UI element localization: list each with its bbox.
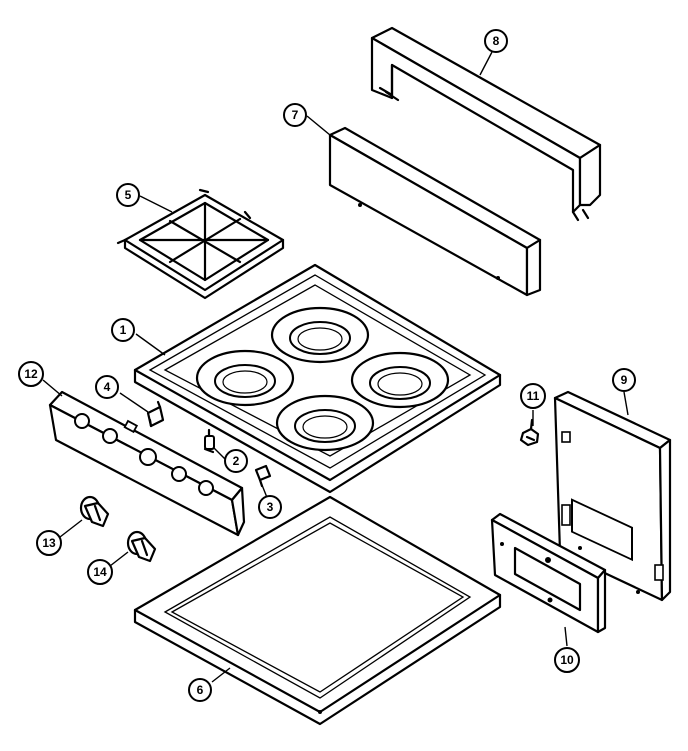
callout-5-label: 5 — [125, 188, 132, 202]
callout-13: 13 — [36, 530, 62, 556]
callout-1: 1 — [111, 318, 135, 342]
callout-7-label: 7 — [292, 108, 299, 122]
grate-part — [116, 188, 285, 300]
callout-1-label: 1 — [120, 323, 127, 337]
callout-2-label: 2 — [233, 454, 240, 468]
callout-11-label: 11 — [527, 389, 540, 403]
clip-part — [254, 464, 272, 488]
bottom-panel-part — [133, 495, 502, 726]
knob-14-part — [126, 530, 157, 563]
callout-8: 8 — [484, 29, 508, 53]
callout-10: 10 — [554, 647, 580, 673]
knob-13-part — [79, 495, 110, 528]
control-panel-part — [48, 390, 246, 537]
callout-13-label: 13 — [42, 536, 56, 550]
callout-3-label: 3 — [267, 500, 274, 514]
callout-14: 14 — [87, 559, 113, 585]
backguard-part — [370, 26, 602, 222]
screw-part — [519, 418, 540, 447]
callout-6-label: 6 — [197, 683, 204, 697]
callout-6: 6 — [188, 678, 212, 702]
callout-2: 2 — [224, 449, 248, 473]
callout-9-label: 9 — [621, 373, 628, 387]
callout-9: 9 — [612, 368, 636, 392]
callout-12-label: 12 — [24, 367, 38, 381]
callout-11: 11 — [520, 383, 546, 409]
callout-4: 4 — [95, 375, 119, 399]
callout-14-label: 14 — [93, 565, 107, 579]
callout-5: 5 — [116, 183, 140, 207]
mounting-plate-part — [490, 512, 607, 634]
callout-3: 3 — [258, 495, 282, 519]
spark-electrode-part — [203, 428, 215, 454]
callout-12: 12 — [18, 361, 44, 387]
switch-bracket-part — [146, 400, 165, 428]
leader-lines — [42, 51, 629, 683]
callout-7: 7 — [283, 103, 307, 127]
callout-4-label: 4 — [104, 380, 111, 394]
callout-10-label: 10 — [560, 653, 574, 667]
cooktop-part — [133, 263, 502, 494]
side-panel-part — [553, 390, 672, 602]
callout-8-label: 8 — [493, 34, 500, 48]
backguard-trim-part — [328, 126, 542, 297]
